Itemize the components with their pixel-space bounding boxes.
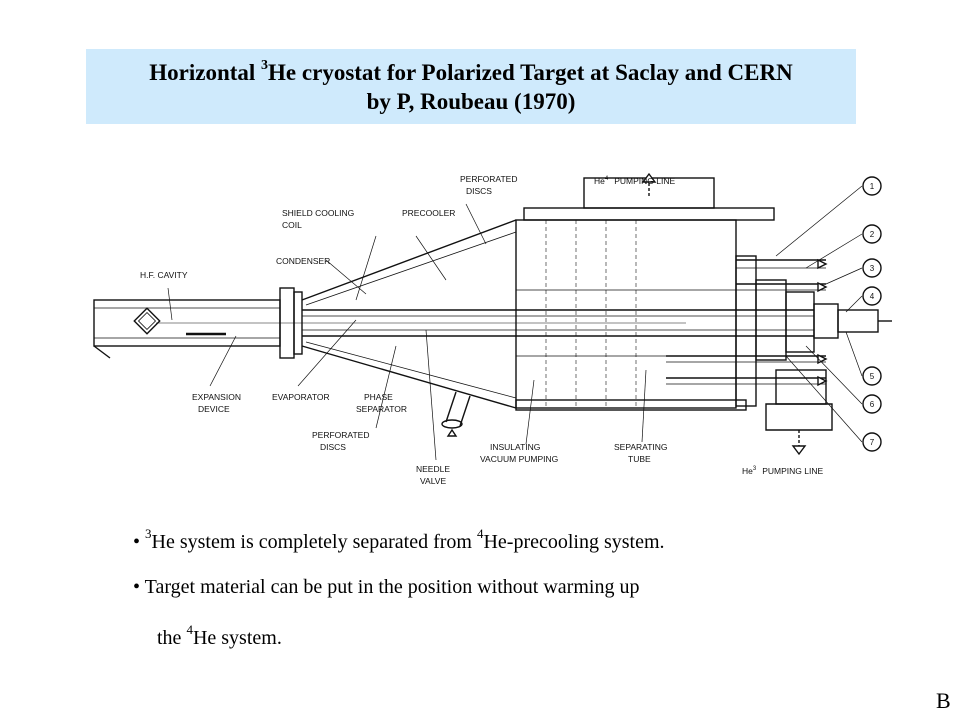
label-perforated-discs-top: PERFORATED [460, 174, 517, 184]
label-insulating-vacuum-2: VACUUM PUMPING [480, 454, 558, 464]
label-condenser: CONDENSER [276, 256, 330, 266]
label-expansion-device: EXPANSION [192, 392, 241, 402]
callout-4: 4 [870, 292, 875, 301]
label-perforated-discs-bottom: PERFORATED [312, 430, 369, 440]
callout-1: 1 [870, 182, 875, 191]
label-expansion-device-2: DEVICE [198, 404, 230, 414]
label-precooler: PRECOOLER [402, 208, 455, 218]
label-phase-separator: PHASE [364, 392, 393, 402]
label-insulating-vacuum: INSULATING [490, 442, 540, 452]
label-hf-cavity: H.F. CAVITY [140, 270, 188, 280]
label-needle-valve-2: VALVE [420, 476, 446, 486]
callout-7: 7 [870, 438, 875, 447]
callout-5: 5 [870, 372, 875, 381]
bullet-target-material-continued: the 4He system. [157, 622, 282, 649]
label-shield-cooling-coil: COIL [282, 220, 302, 230]
bullet-target-material: • Target material can be put in the posi… [133, 576, 640, 598]
title-line-2: by P, Roubeau (1970) [366, 89, 576, 114]
label-perforated-discs-top-2: DISCS [466, 186, 492, 196]
label-needle-valve: NEEDLE [416, 464, 450, 474]
label-perforated-discs-bottom-2: DISCS [320, 442, 346, 452]
label-evaporator: EVAPORATOR [272, 392, 330, 402]
bullet-he3-separated: • 3He system is completely separated fro… [133, 526, 665, 553]
title-line-1: Horizontal 3He cryostat for Polarized Ta… [149, 58, 793, 85]
callout-2: 2 [870, 230, 875, 239]
label-separating-tube-2: TUBE [628, 454, 651, 464]
callout-6: 6 [870, 400, 875, 409]
cryostat-diagram: 1 2 3 4 5 6 7 H.F. CAVITY SHIELD COOLING… [93, 172, 892, 486]
label-phase-separator-2: SEPARATOR [356, 404, 407, 414]
label-shield-cooling: SHIELD COOLING [282, 208, 354, 218]
callout-3: 3 [870, 264, 875, 273]
label-separating-tube: SEPARATING [614, 442, 668, 452]
corner-label: B [936, 688, 951, 713]
title-banner: Horizontal 3He cryostat for Polarized Ta… [86, 49, 856, 124]
